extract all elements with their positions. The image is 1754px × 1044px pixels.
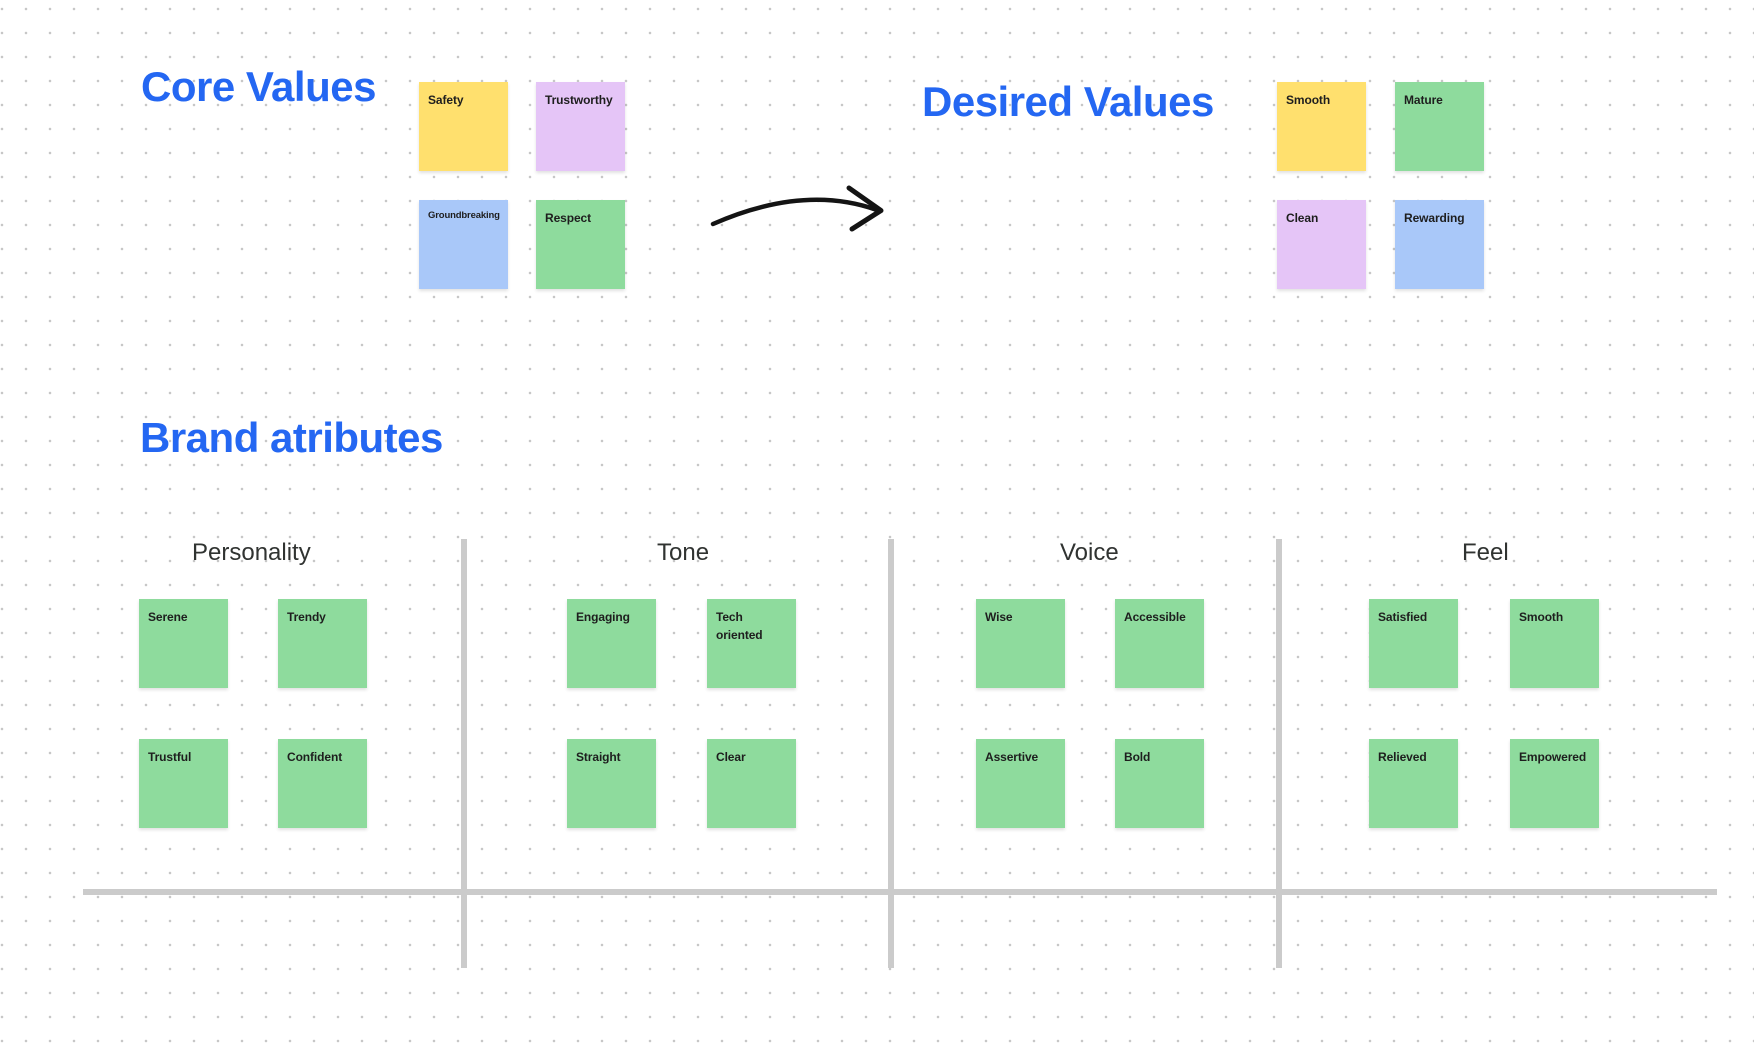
sticky-note-label: Rewarding: [1404, 211, 1465, 225]
sticky-note-respect[interactable]: Respect: [536, 200, 625, 289]
sticky-note-trendy[interactable]: Trendy: [278, 599, 367, 688]
sticky-note-label: Mature: [1404, 93, 1443, 107]
sticky-note-label: Assertive: [985, 750, 1039, 764]
sticky-note-label: Serene: [148, 610, 188, 624]
sticky-note-rewarding[interactable]: Rewarding: [1395, 200, 1484, 289]
sticky-note-label: Relieved: [1378, 750, 1427, 764]
sticky-note-satisfied[interactable]: Satisfied: [1369, 599, 1458, 688]
sticky-note-label: Confident: [287, 750, 343, 764]
sticky-note-empowered[interactable]: Empowered: [1510, 739, 1599, 828]
column-title-feel[interactable]: Feel: [1462, 539, 1509, 566]
sticky-note-label: Trustworthy: [545, 93, 613, 107]
sticky-note-bold[interactable]: Bold: [1115, 739, 1204, 828]
sticky-note-clear[interactable]: Clear: [707, 739, 796, 828]
column-title-voice[interactable]: Voice: [1060, 539, 1119, 566]
sticky-note-engaging[interactable]: Engaging: [567, 599, 656, 688]
sticky-note-label: Straight: [576, 750, 621, 764]
vertical-divider-3[interactable]: [1276, 539, 1282, 968]
sticky-note-label: Smooth: [1519, 610, 1564, 624]
arrow-connector[interactable]: [700, 178, 900, 242]
sticky-note-label: Accessible: [1124, 610, 1186, 624]
sticky-note-groundbreaking[interactable]: Groundbreaking: [419, 200, 508, 289]
sticky-note-smooth-feel[interactable]: Smooth: [1510, 599, 1599, 688]
sticky-note-label: Trustful: [148, 750, 192, 764]
sticky-note-label: Respect: [545, 211, 591, 225]
sticky-note-label: Engaging: [576, 610, 630, 624]
horizontal-baseline[interactable]: [83, 889, 1717, 895]
sticky-note-clean[interactable]: Clean: [1277, 200, 1366, 289]
sticky-note-mature[interactable]: Mature: [1395, 82, 1484, 171]
sticky-note-tech-oriented[interactable]: Tech oriented: [707, 599, 796, 688]
sticky-note-serene[interactable]: Serene: [139, 599, 228, 688]
column-title-tone[interactable]: Tone: [657, 539, 710, 566]
sticky-note-straight[interactable]: Straight: [567, 739, 656, 828]
sticky-note-label: Empowered: [1519, 750, 1587, 764]
desired-values-title[interactable]: Desired Values: [922, 78, 1214, 125]
sticky-note-confident[interactable]: Confident: [278, 739, 367, 828]
sticky-note-trustworthy[interactable]: Trustworthy: [536, 82, 625, 171]
sticky-note-label: Groundbreaking: [428, 210, 500, 221]
sticky-note-relieved[interactable]: Relieved: [1369, 739, 1458, 828]
sticky-note-label: Clear: [716, 750, 746, 764]
sticky-note-label: Tech oriented: [716, 610, 763, 642]
sticky-note-label: Smooth: [1286, 93, 1331, 107]
sticky-note-label: Wise: [985, 610, 1013, 624]
sticky-note-wise[interactable]: Wise: [976, 599, 1065, 688]
sticky-note-label: Bold: [1124, 750, 1151, 764]
sticky-note-trustful[interactable]: Trustful: [139, 739, 228, 828]
sticky-note-label: Safety: [428, 93, 464, 107]
arrow-head: [846, 185, 884, 232]
sticky-note-safety[interactable]: Safety: [419, 82, 508, 171]
sticky-note-assertive[interactable]: Assertive: [976, 739, 1065, 828]
sticky-note-label: Trendy: [287, 610, 326, 624]
arrow-shaft: [710, 197, 880, 227]
sticky-note-smooth-desired[interactable]: Smooth: [1277, 82, 1366, 171]
sticky-note-label: Satisfied: [1378, 610, 1428, 624]
core-values-title[interactable]: Core Values: [141, 63, 376, 110]
brand-attributes-title[interactable]: Brand atributes: [140, 414, 443, 461]
column-title-personality[interactable]: Personality: [192, 539, 311, 566]
vertical-divider-2[interactable]: [888, 539, 894, 968]
vertical-divider-1[interactable]: [461, 539, 467, 968]
sticky-note-label: Clean: [1286, 211, 1319, 225]
sticky-note-accessible[interactable]: Accessible: [1115, 599, 1204, 688]
